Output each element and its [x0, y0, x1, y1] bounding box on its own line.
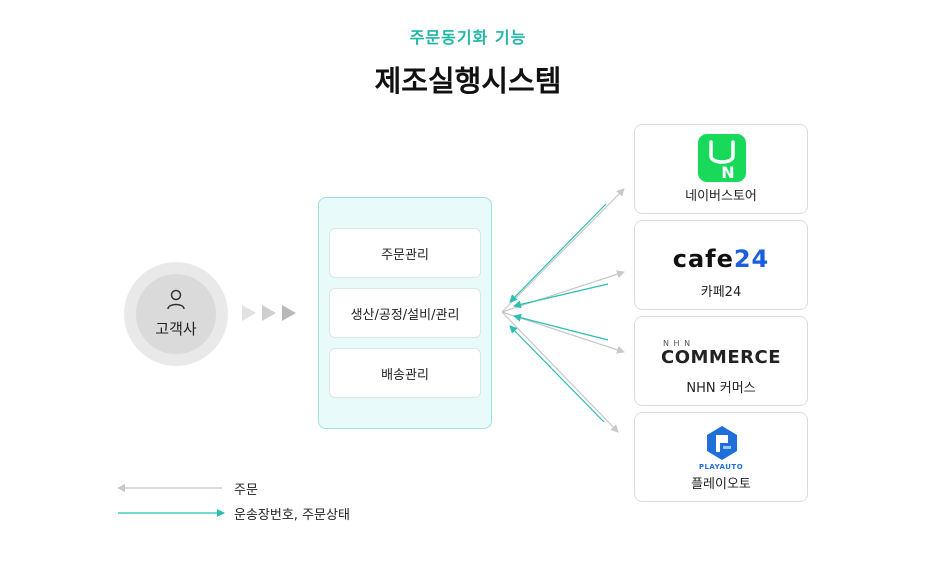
- platform-label: 플레이오토: [691, 477, 751, 492]
- platform-label: 네이버스토어: [685, 189, 757, 204]
- order-arrow: [501, 311, 619, 433]
- mes-item-production: 생산/공정/설비/관리: [329, 288, 481, 338]
- nhn-small-logo: N H N: [663, 339, 692, 348]
- status-arrow: [509, 203, 607, 303]
- order-arrow: [501, 188, 625, 313]
- customer-node: 고객사: [124, 262, 228, 366]
- legend-order-label: 주문: [234, 483, 258, 498]
- status-arrow: [513, 283, 609, 309]
- flow-triangle: [242, 305, 256, 321]
- playauto-logo-text: PLAYAUTO: [698, 463, 744, 471]
- mes-system-box: 주문관리 생산/공정/설비/관리 배송관리: [318, 197, 492, 429]
- platform-nhn-commerce: N H N COMMERCE NHN 커머스: [634, 316, 808, 406]
- mes-item-shipping: 배송관리: [329, 348, 481, 398]
- flow-triangle: [282, 305, 296, 321]
- svg-text:N: N: [721, 163, 734, 182]
- status-arrow: [513, 313, 609, 341]
- flow-triangle: [262, 305, 276, 321]
- platform-naver: N 네이버스토어: [634, 124, 808, 214]
- flow-triangles: [242, 305, 296, 321]
- cafe24-logo: cafe24: [672, 245, 770, 273]
- subtitle: 주문동기화 기능: [409, 28, 527, 47]
- nhn-commerce-logo: COMMERCE: [661, 347, 781, 368]
- person-icon: [167, 289, 185, 310]
- order-arrow: [501, 270, 625, 313]
- playauto-logo-icon: [707, 426, 737, 460]
- page-title: 제조실행시스템: [374, 64, 562, 98]
- platform-cafe24: cafe24 카페24: [634, 220, 808, 310]
- legend-status-label: 운송장번호, 주문상태: [234, 508, 350, 523]
- platform-label: 카페24: [700, 285, 742, 300]
- mes-item-order: 주문관리: [329, 228, 481, 278]
- customer-label: 고객사: [155, 320, 197, 338]
- status-arrow: [509, 325, 605, 423]
- platform-playauto: PLAYAUTO 플레이오토: [634, 412, 808, 502]
- platform-label: NHN 커머스: [686, 381, 756, 396]
- naver-shopping-bag-icon: N: [698, 134, 746, 182]
